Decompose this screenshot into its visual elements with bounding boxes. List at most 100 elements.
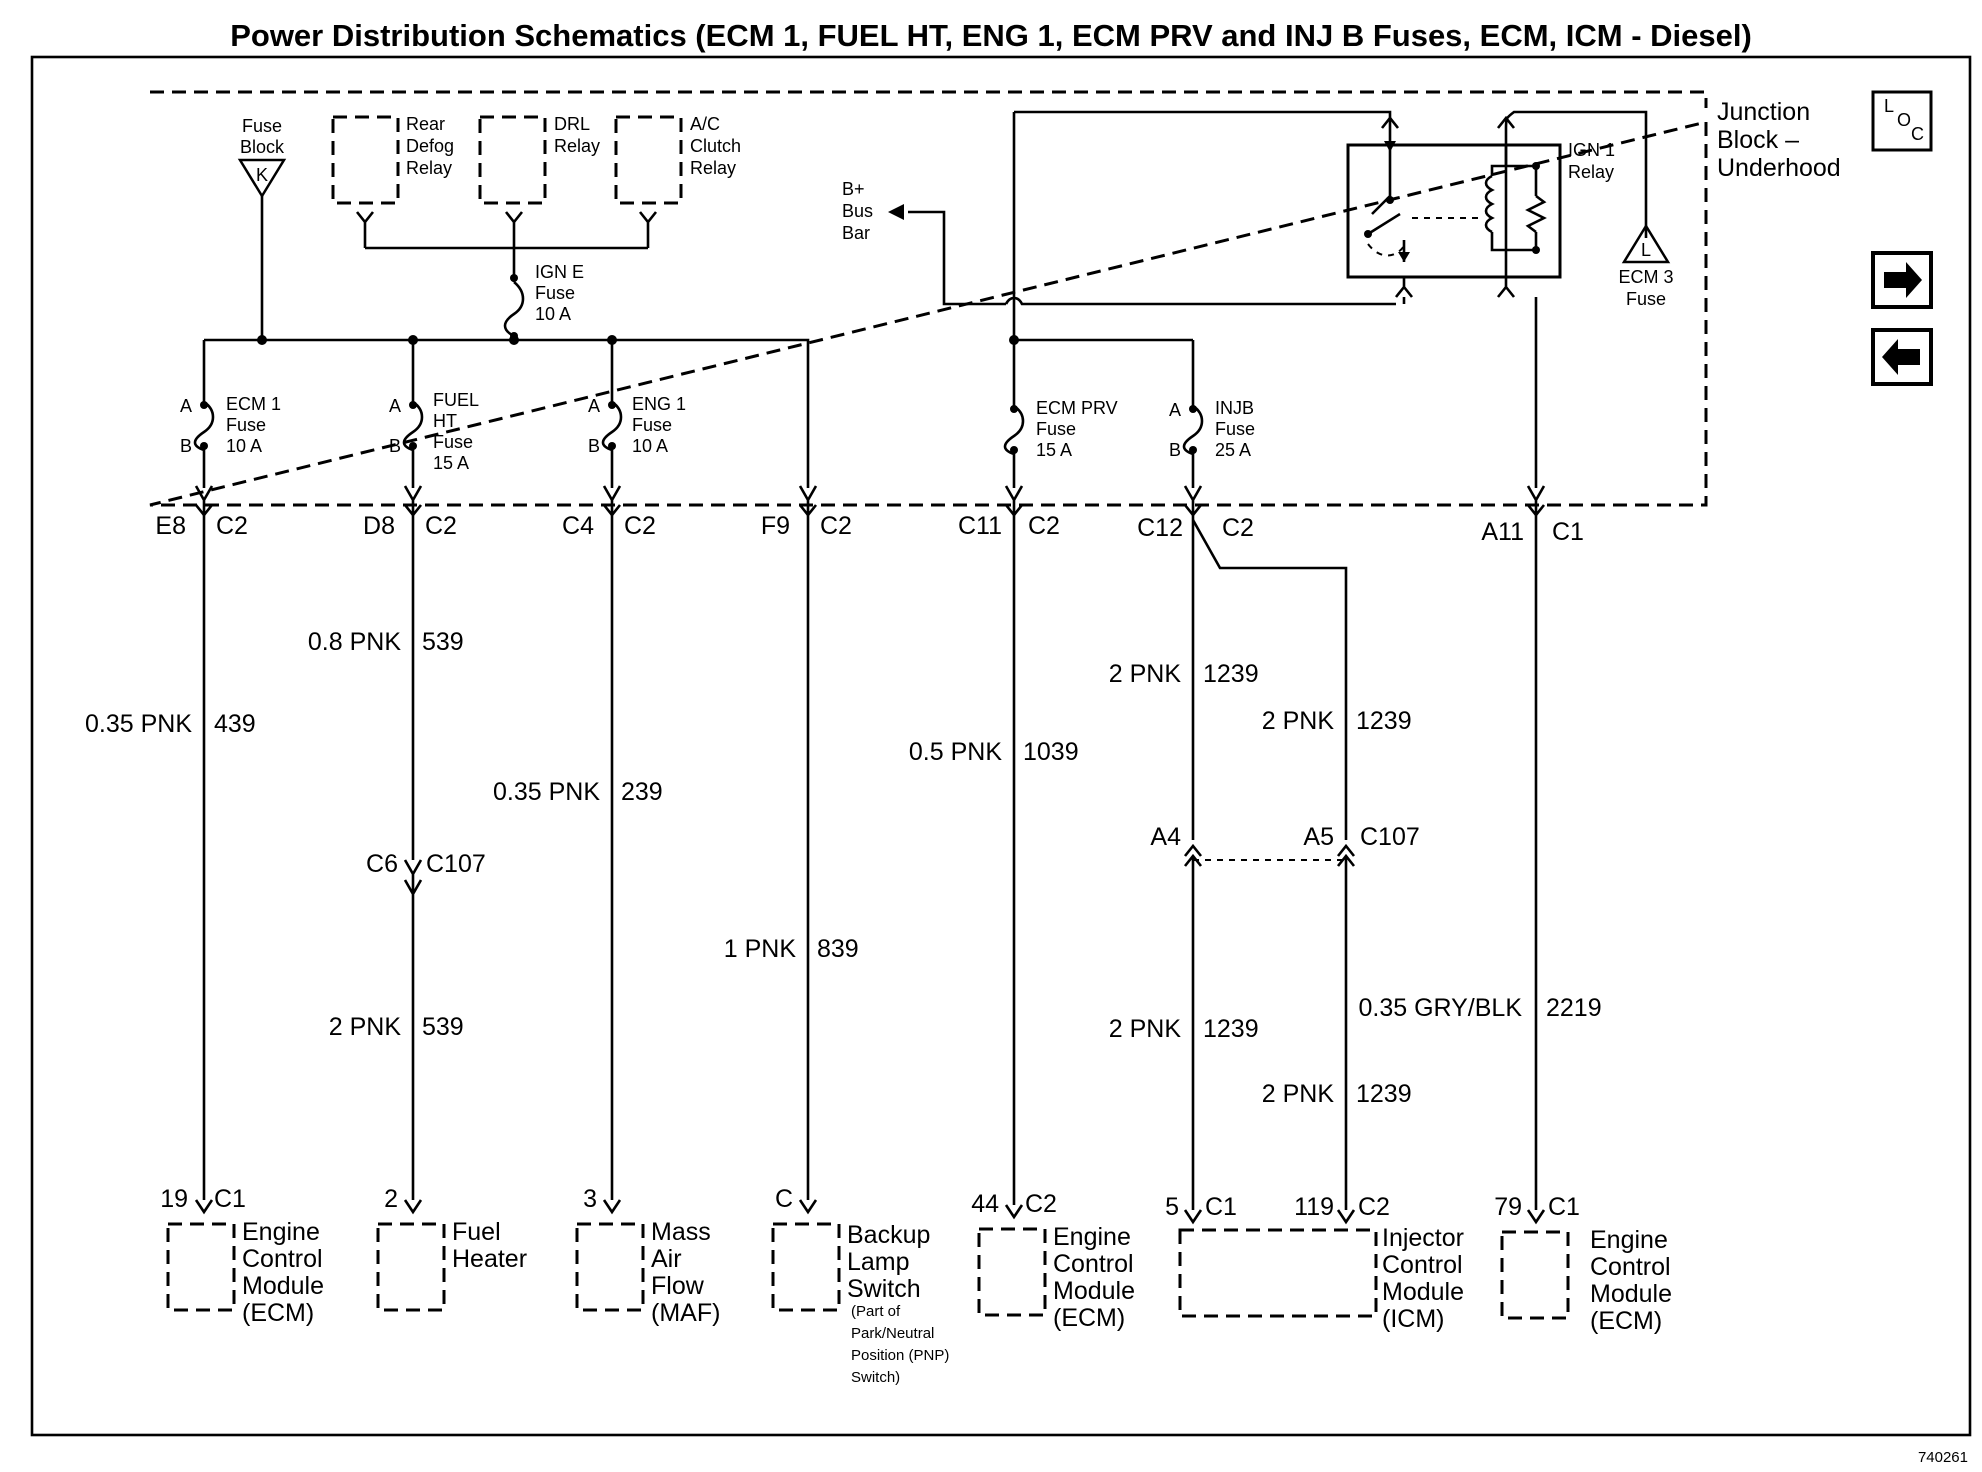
wire-1239-d-color: 2 PNK xyxy=(1262,1080,1335,1108)
fuse-block-triangle-icon xyxy=(237,158,287,199)
ign-e-label-1: IGN E xyxy=(535,262,584,282)
pin-c11: C11 xyxy=(958,512,1002,540)
page-title: Power Distribution Schematics (ECM 1, FU… xyxy=(230,18,1752,53)
bus-bar-label-3: Bar xyxy=(842,223,870,243)
ac-clutch-relay: A/C Clutch Relay xyxy=(614,114,741,248)
junction-block-label-3: Underhood xyxy=(1717,154,1841,182)
junction-block-underhood: Junction Block – Underhood xyxy=(149,90,1841,507)
wire-1239-b-circuit: 1239 xyxy=(1356,707,1412,735)
maf-name-3: Flow xyxy=(651,1272,705,1300)
drl-relay: DRL Relay xyxy=(478,114,600,248)
ecm1-pin-b: B xyxy=(180,436,192,456)
eng1-label-2: Fuse xyxy=(632,415,672,435)
wire-539-lower-color: 2 PNK xyxy=(329,1013,402,1041)
wire-439-color: 0.35 PNK xyxy=(85,710,192,738)
ecm2-name-2: Control xyxy=(1053,1250,1134,1278)
fuel-ht-fuse: A B FUEL HT Fuse 15 A xyxy=(389,340,479,488)
icm-pin-2: 119 xyxy=(1294,1193,1334,1221)
ecm3-conn: C1 xyxy=(1548,1193,1580,1221)
ecm1-label-3: 10 A xyxy=(226,436,262,456)
ac-clutch-label-2: Clutch xyxy=(690,136,741,156)
fuel-heater-name-1: Fuel xyxy=(452,1218,501,1246)
pin-a11: A11 xyxy=(1481,518,1524,546)
maf-name-4: (MAF) xyxy=(651,1299,720,1327)
ecm1-name-1: Engine xyxy=(242,1218,320,1246)
ac-clutch-label-1: A/C xyxy=(690,114,720,134)
wire-1239-d-circuit: 1239 xyxy=(1356,1080,1412,1108)
bus-bar-label-2: Bus xyxy=(842,201,873,221)
fuelht-pin-a: A xyxy=(389,396,401,416)
pin-d8: D8 xyxy=(363,512,395,540)
wire-1239: 2 PNK 1239 2 PNK 1239 A4 A5 C107 2 PNK 1… xyxy=(1109,515,1420,1210)
fuse-block-label-1: Fuse xyxy=(242,116,282,136)
wire-1239-b-color: 2 PNK xyxy=(1262,707,1335,735)
injb-label-2: Fuse xyxy=(1215,419,1255,439)
fuel-heater-name-2: Heater xyxy=(452,1245,527,1273)
injb-fuse: A B INJB Fuse 25 A xyxy=(1169,340,1255,488)
wire-539: 0.8 PNK 539 C6 C107 2 PNK 539 xyxy=(308,515,486,1200)
injb-pin-a: A xyxy=(1169,400,1181,420)
ecm3-label-1: ECM 3 xyxy=(1618,267,1673,287)
ecm1-pin-a: A xyxy=(180,396,192,416)
ecm3-name-4: (ECM) xyxy=(1590,1307,1662,1335)
junction-block-label-1: Junction xyxy=(1717,98,1810,126)
wire-839-circuit: 839 xyxy=(817,935,859,963)
ac-clutch-label-3: Relay xyxy=(690,158,736,178)
fuelht-label-3: Fuse xyxy=(433,432,473,452)
wire-839-color: 1 PNK xyxy=(724,935,797,963)
ign-e-label-2: Fuse xyxy=(535,283,575,303)
rear-defog-label-3: Relay xyxy=(406,158,452,178)
left-arrow-icon xyxy=(1882,339,1920,375)
diagram-frame xyxy=(30,55,1972,1437)
pin-e8-conn: C2 xyxy=(216,512,248,540)
fuelht-label-4: 15 A xyxy=(433,453,469,473)
eng1-pin-b: B xyxy=(588,436,600,456)
rear-defog-label-1: Rear xyxy=(406,114,445,134)
ign-e-label-3: 10 A xyxy=(535,304,571,324)
relay-resistor-icon xyxy=(1525,194,1547,234)
ecm3-name-1: Engine xyxy=(1590,1226,1668,1254)
wire-1039-circuit: 1039 xyxy=(1023,738,1079,766)
pin-c12: C12 xyxy=(1137,514,1183,542)
next-page-button[interactable] xyxy=(1871,251,1933,309)
ecm1-name-3: Module xyxy=(242,1272,324,1300)
wire-1239-a-circuit: 1239 xyxy=(1203,660,1259,688)
ecm1-name-2: Control xyxy=(242,1245,323,1273)
ecm3-letter: L xyxy=(1641,240,1651,260)
fuse-block-label-2: Block xyxy=(240,137,285,157)
pin-f9: F9 xyxy=(761,512,790,540)
ecmprv-label-3: 15 A xyxy=(1036,440,1072,460)
ecmprv-label-2: Fuse xyxy=(1036,419,1076,439)
ecm3-fuse: L ECM 3 Fuse xyxy=(1618,223,1674,309)
wire-539-lower-circuit: 539 xyxy=(422,1013,464,1041)
wire-2219: 0.35 GRY/BLK 2219 xyxy=(1358,515,1602,1210)
backup-name-3: Switch xyxy=(847,1275,921,1303)
wire-539-upper-circuit: 539 xyxy=(422,628,464,656)
icm-name-3: Module xyxy=(1382,1278,1464,1306)
pin-f9-conn: C2 xyxy=(820,512,852,540)
mass-air-flow-sensor: 3 Mass Air Flow (MAF) xyxy=(575,1185,720,1327)
pin-d8-conn: C2 xyxy=(425,512,457,540)
pin-c12-conn: C2 xyxy=(1222,514,1254,542)
ecm3-triangle-icon xyxy=(1621,223,1671,264)
ecm3-name-2: Control xyxy=(1590,1253,1671,1281)
wire-1239-c-color: 2 PNK xyxy=(1109,1015,1182,1043)
bus-bar-arrow-icon xyxy=(888,204,904,220)
fuel-heater-pin: 2 xyxy=(384,1185,398,1213)
pin-c11-conn: C2 xyxy=(1028,512,1060,540)
loc-button[interactable]: L O C xyxy=(1871,90,1933,152)
eng1-label-3: 10 A xyxy=(632,436,668,456)
drl-label-2: Relay xyxy=(554,136,600,156)
backup-sub-4: Switch) xyxy=(851,1369,900,1386)
fuse-block-k: Fuse Block K xyxy=(237,116,287,340)
fuelht-label-1: FUEL xyxy=(433,390,479,410)
c107-label-left: C107 xyxy=(426,850,486,878)
engine-control-module-3: 79 C1 Engine Control Module (ECM) xyxy=(1494,1193,1672,1335)
ecmprv-label-1: ECM PRV xyxy=(1036,398,1118,418)
icm-name-2: Control xyxy=(1382,1251,1463,1279)
maf-pin: 3 xyxy=(583,1185,597,1213)
previous-page-button[interactable] xyxy=(1871,328,1933,386)
ecm1-label-1: ECM 1 xyxy=(226,394,281,414)
pin-e8: E8 xyxy=(155,512,186,540)
icm-conn-1: C1 xyxy=(1205,1193,1237,1221)
